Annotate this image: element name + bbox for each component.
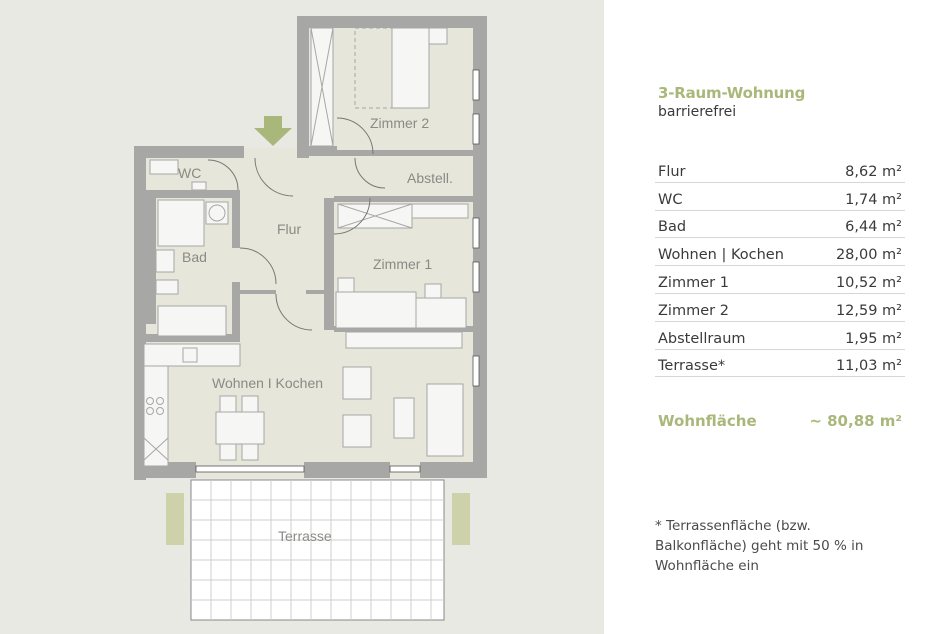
room-label-flur: Flur — [277, 221, 301, 237]
room-label-zimmer2: Zimmer 2 — [370, 115, 429, 131]
footnote: * Terrassenfläche (bzw. Balkonfläche) ge… — [655, 518, 864, 574]
room-name: Zimmer 1 — [658, 274, 729, 291]
table-row: Terrasse* 11,03 m² — [655, 350, 905, 378]
room-area: 12,59 m² — [835, 302, 902, 319]
room-label-abstell: Abstell. — [407, 170, 453, 186]
table-row: Bad 6,44 m² — [655, 211, 905, 239]
room-label-wohnen: Wohnen I Kochen — [212, 375, 323, 391]
room-name: Terrasse* — [658, 358, 726, 375]
room-name: Flur — [658, 163, 686, 180]
total-value: ~ 80,88 m² — [809, 412, 902, 430]
room-area: 6,44 m² — [845, 219, 902, 236]
apartment-title: 3-Raum-Wohnung — [658, 84, 806, 102]
floorplan-drawing: Zimmer 2 WC Abstell. Flur Bad Zimmer 1 W… — [134, 16, 487, 621]
arrow-down-icon — [254, 116, 292, 146]
apartment-subtitle: barrierefrei — [658, 104, 737, 120]
room-area: 1,74 m² — [845, 191, 902, 208]
table-row: Zimmer 2 12,59 m² — [655, 294, 905, 322]
table-row: Zimmer 1 10,52 m² — [655, 266, 905, 294]
room-name: Abstellraum — [658, 330, 746, 347]
room-area: 11,03 m² — [835, 358, 902, 375]
terrace — [166, 479, 470, 621]
room-name: Wohnen | Kochen — [658, 247, 784, 264]
room-label-terrasse: Terrasse — [278, 528, 332, 544]
room-label-wc: WC — [178, 165, 201, 181]
room-name: Bad — [658, 219, 687, 236]
walls — [134, 16, 487, 480]
furniture — [143, 27, 469, 467]
table-row: Flur 8,62 m² — [655, 155, 905, 183]
room-label-zimmer1: Zimmer 1 — [373, 256, 432, 272]
floorplan-panel: Zimmer 2 WC Abstell. Flur Bad Zimmer 1 W… — [0, 0, 604, 634]
room-area: 8,62 m² — [845, 163, 902, 180]
room-name: WC — [658, 191, 683, 208]
room-area: 28,00 m² — [835, 247, 902, 264]
room-area-table: Flur 8,62 m² WC 1,74 m² Bad 6,44 m² Wohn… — [655, 155, 905, 378]
windows — [195, 69, 480, 473]
room-area: 10,52 m² — [835, 274, 902, 291]
total-living-area: Wohnfläche ~ 80,88 m² — [658, 412, 902, 430]
room-area: 1,95 m² — [845, 330, 902, 347]
table-row: Wohnen | Kochen 28,00 m² — [655, 238, 905, 267]
doors — [207, 117, 386, 331]
total-label: Wohnfläche — [658, 412, 757, 430]
room-label-bad: Bad — [182, 249, 207, 265]
room-name: Zimmer 2 — [658, 302, 729, 319]
table-row: WC 1,74 m² — [655, 183, 905, 211]
table-row: Abstellraum 1,95 m² — [655, 322, 905, 350]
